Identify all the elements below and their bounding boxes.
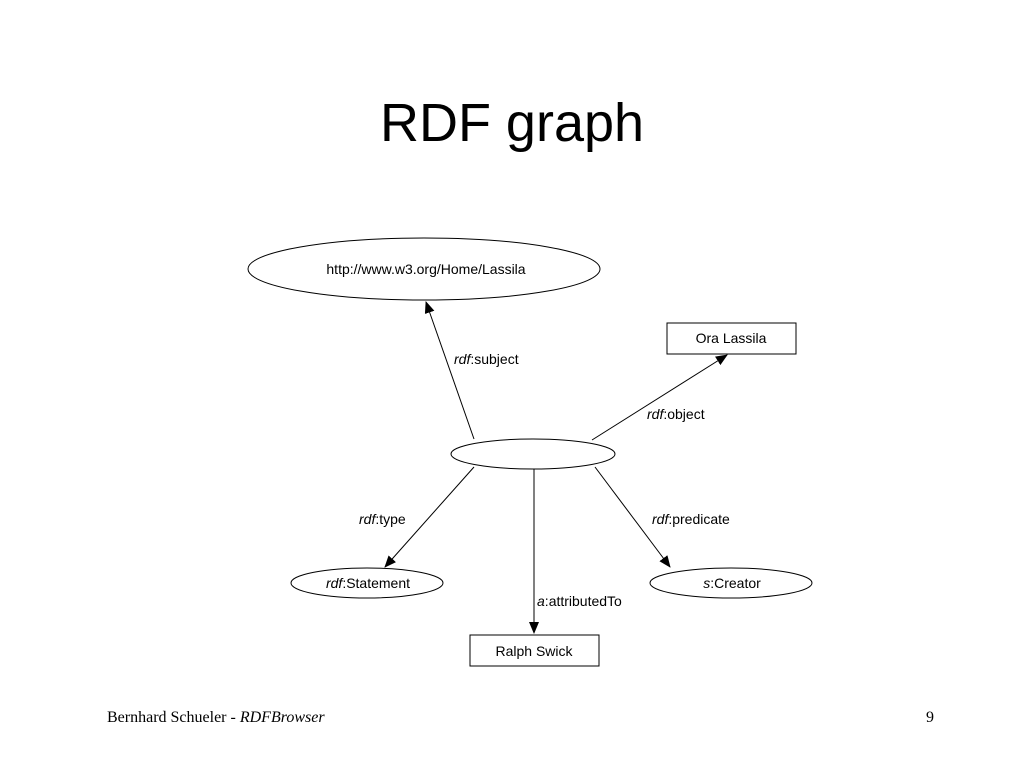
node-attributed-literal: Ralph Swick bbox=[469, 634, 600, 667]
node-attributed-label: Ralph Swick bbox=[495, 643, 573, 659]
footer-app-name: RDFBrowser bbox=[239, 709, 325, 726]
page-number: 9 bbox=[926, 709, 934, 726]
footer-credit: Bernhard Schueler - RDFBrowser bbox=[107, 709, 325, 727]
edge-rdf-subject bbox=[424, 301, 475, 440]
node-s-creator-label: s:Creator bbox=[703, 575, 761, 591]
node-subject-uri: http://www.w3.org/Home/Lassila bbox=[247, 237, 601, 301]
node-statement bbox=[450, 438, 616, 470]
edge-label-rdf-subject: rdf:subject bbox=[454, 351, 519, 367]
slide-title: RDF graph bbox=[379, 93, 645, 153]
edge-label-rdf-object: rdf:object bbox=[647, 406, 705, 422]
node-rdf-statement: rdf:Statement bbox=[290, 567, 444, 599]
node-object-literal: Ora Lassila bbox=[666, 322, 797, 355]
edge-rdf-predicate bbox=[594, 466, 671, 568]
edge-label-rdf-type: rdf:type bbox=[359, 511, 406, 527]
edge-rdf-type bbox=[384, 466, 475, 568]
footer-separator: - bbox=[226, 709, 240, 726]
node-object-label: Ora Lassila bbox=[696, 330, 767, 346]
edge-label-a-attributedto: a:attributedTo bbox=[537, 593, 622, 609]
node-subject-label: http://www.w3.org/Home/Lassila bbox=[326, 261, 525, 277]
edge-label-rdf-predicate: rdf:predicate bbox=[652, 511, 730, 527]
node-s-creator: s:Creator bbox=[649, 567, 813, 599]
footer-author: Bernhard Schueler bbox=[107, 709, 227, 726]
edge-rdf-object bbox=[591, 354, 728, 441]
node-rdf-statement-label: rdf:Statement bbox=[326, 575, 410, 591]
